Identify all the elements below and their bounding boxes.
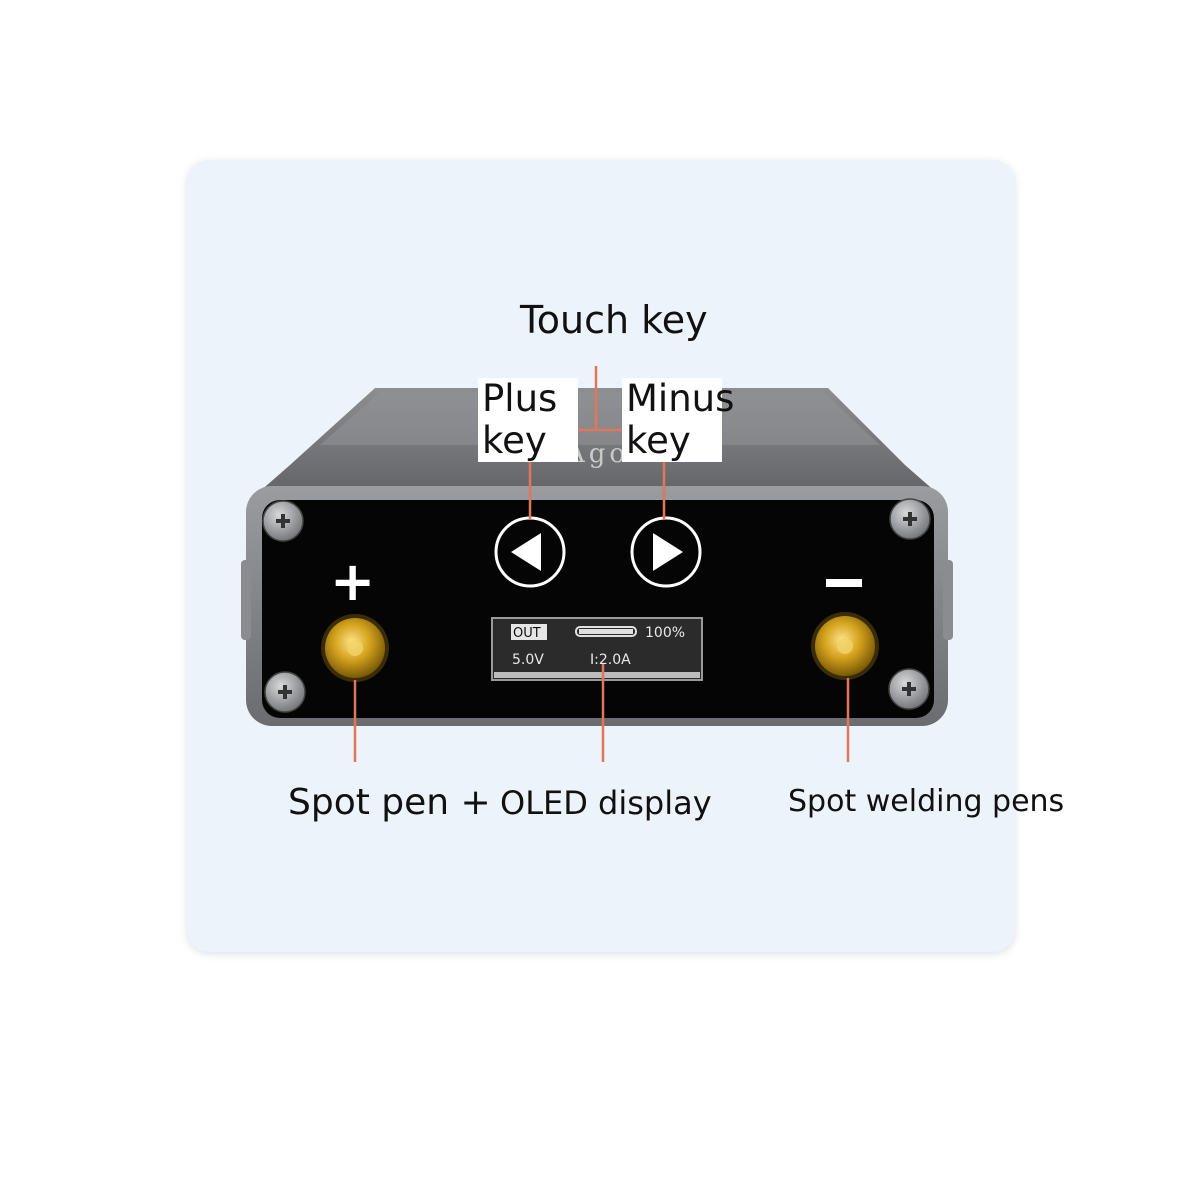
positive-terminal[interactable] — [321, 614, 389, 682]
minus-touch-key[interactable] — [630, 516, 702, 588]
oled-out: OUT — [513, 626, 541, 641]
spot-pen-label: Spot pen + — [288, 782, 491, 823]
oled-current: I:2.0A — [590, 652, 631, 668]
screw-icon — [888, 668, 930, 710]
charge-bar-fill — [579, 629, 633, 634]
negative-terminal[interactable] — [811, 612, 879, 680]
triangle-left-icon — [511, 533, 541, 571]
leader-lines — [353, 366, 850, 762]
spot-welding-pens-label: Spot welding pens — [788, 784, 1065, 819]
plus-symbol: + — [330, 550, 375, 613]
plus-key-label: Plus key — [478, 378, 578, 462]
oled-voltage: 5.0V — [512, 652, 544, 668]
minus-key-label: Minus key — [622, 378, 734, 462]
screw-icon — [264, 671, 306, 713]
triangle-right-icon — [653, 533, 683, 571]
screw-icon — [262, 500, 304, 542]
touch-key-leader — [528, 366, 666, 520]
touch-key-label: Touch key — [520, 298, 708, 342]
front-panel — [262, 500, 934, 718]
oled-display-label: OLED display — [500, 784, 712, 822]
oled-display: OUT 100% 5.0V I:2.0A — [491, 617, 703, 681]
screw-icon — [889, 498, 931, 540]
minus-symbol — [826, 579, 862, 587]
oled-percent: 100% — [645, 625, 685, 641]
side-vent — [241, 560, 251, 640]
housing-top-highlight — [320, 392, 880, 445]
side-vent-right — [943, 560, 953, 640]
